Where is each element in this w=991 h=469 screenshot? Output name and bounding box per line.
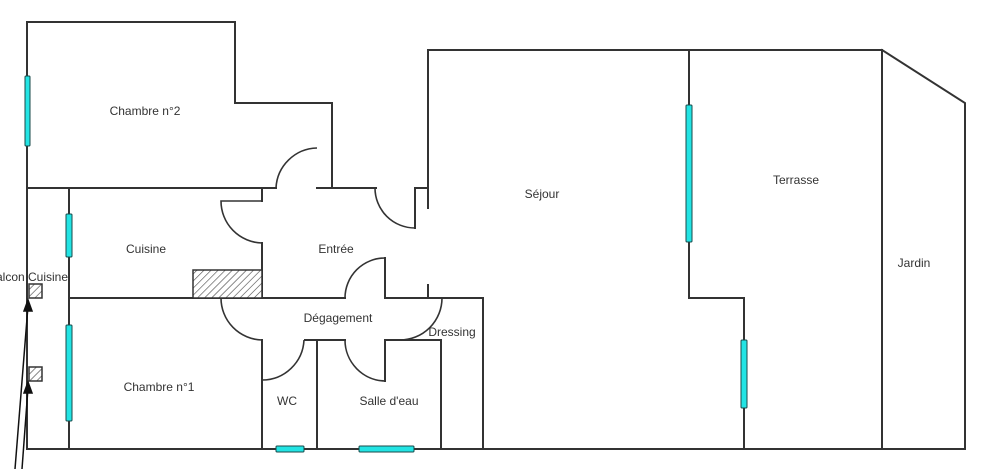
door-degagement-top (344, 257, 386, 299)
label-salle-eau: Salle d'eau (359, 394, 418, 408)
windows (24, 75, 748, 453)
label-terrasse: Terrasse (773, 173, 819, 187)
doors (220, 147, 443, 382)
label-entree: Entrée (318, 242, 354, 256)
label-balcon-cuisine: alcon Cuisine (0, 270, 68, 284)
hatched-areas (28, 269, 263, 382)
label-chambre-2: Chambre n°2 (110, 104, 181, 118)
arrows (14, 297, 34, 469)
door-entree-top (275, 147, 318, 189)
room-labels: Chambre n°2 Cuisine alcon Cuisine Entrée… (0, 104, 930, 408)
door-sejour (374, 187, 416, 229)
door-wc (261, 339, 305, 381)
door-chambre1 (220, 297, 263, 341)
label-jardin: Jardin (898, 256, 931, 270)
door-salle-eau (344, 339, 386, 382)
label-wc: WC (277, 394, 297, 408)
label-sejour: Séjour (525, 187, 560, 201)
door-dressing (399, 297, 443, 341)
label-degagement: Dégagement (304, 311, 373, 325)
door-cuisine (220, 200, 263, 244)
label-dressing: Dressing (428, 325, 475, 339)
label-chambre-1: Chambre n°1 (124, 380, 195, 394)
label-cuisine: Cuisine (126, 242, 166, 256)
